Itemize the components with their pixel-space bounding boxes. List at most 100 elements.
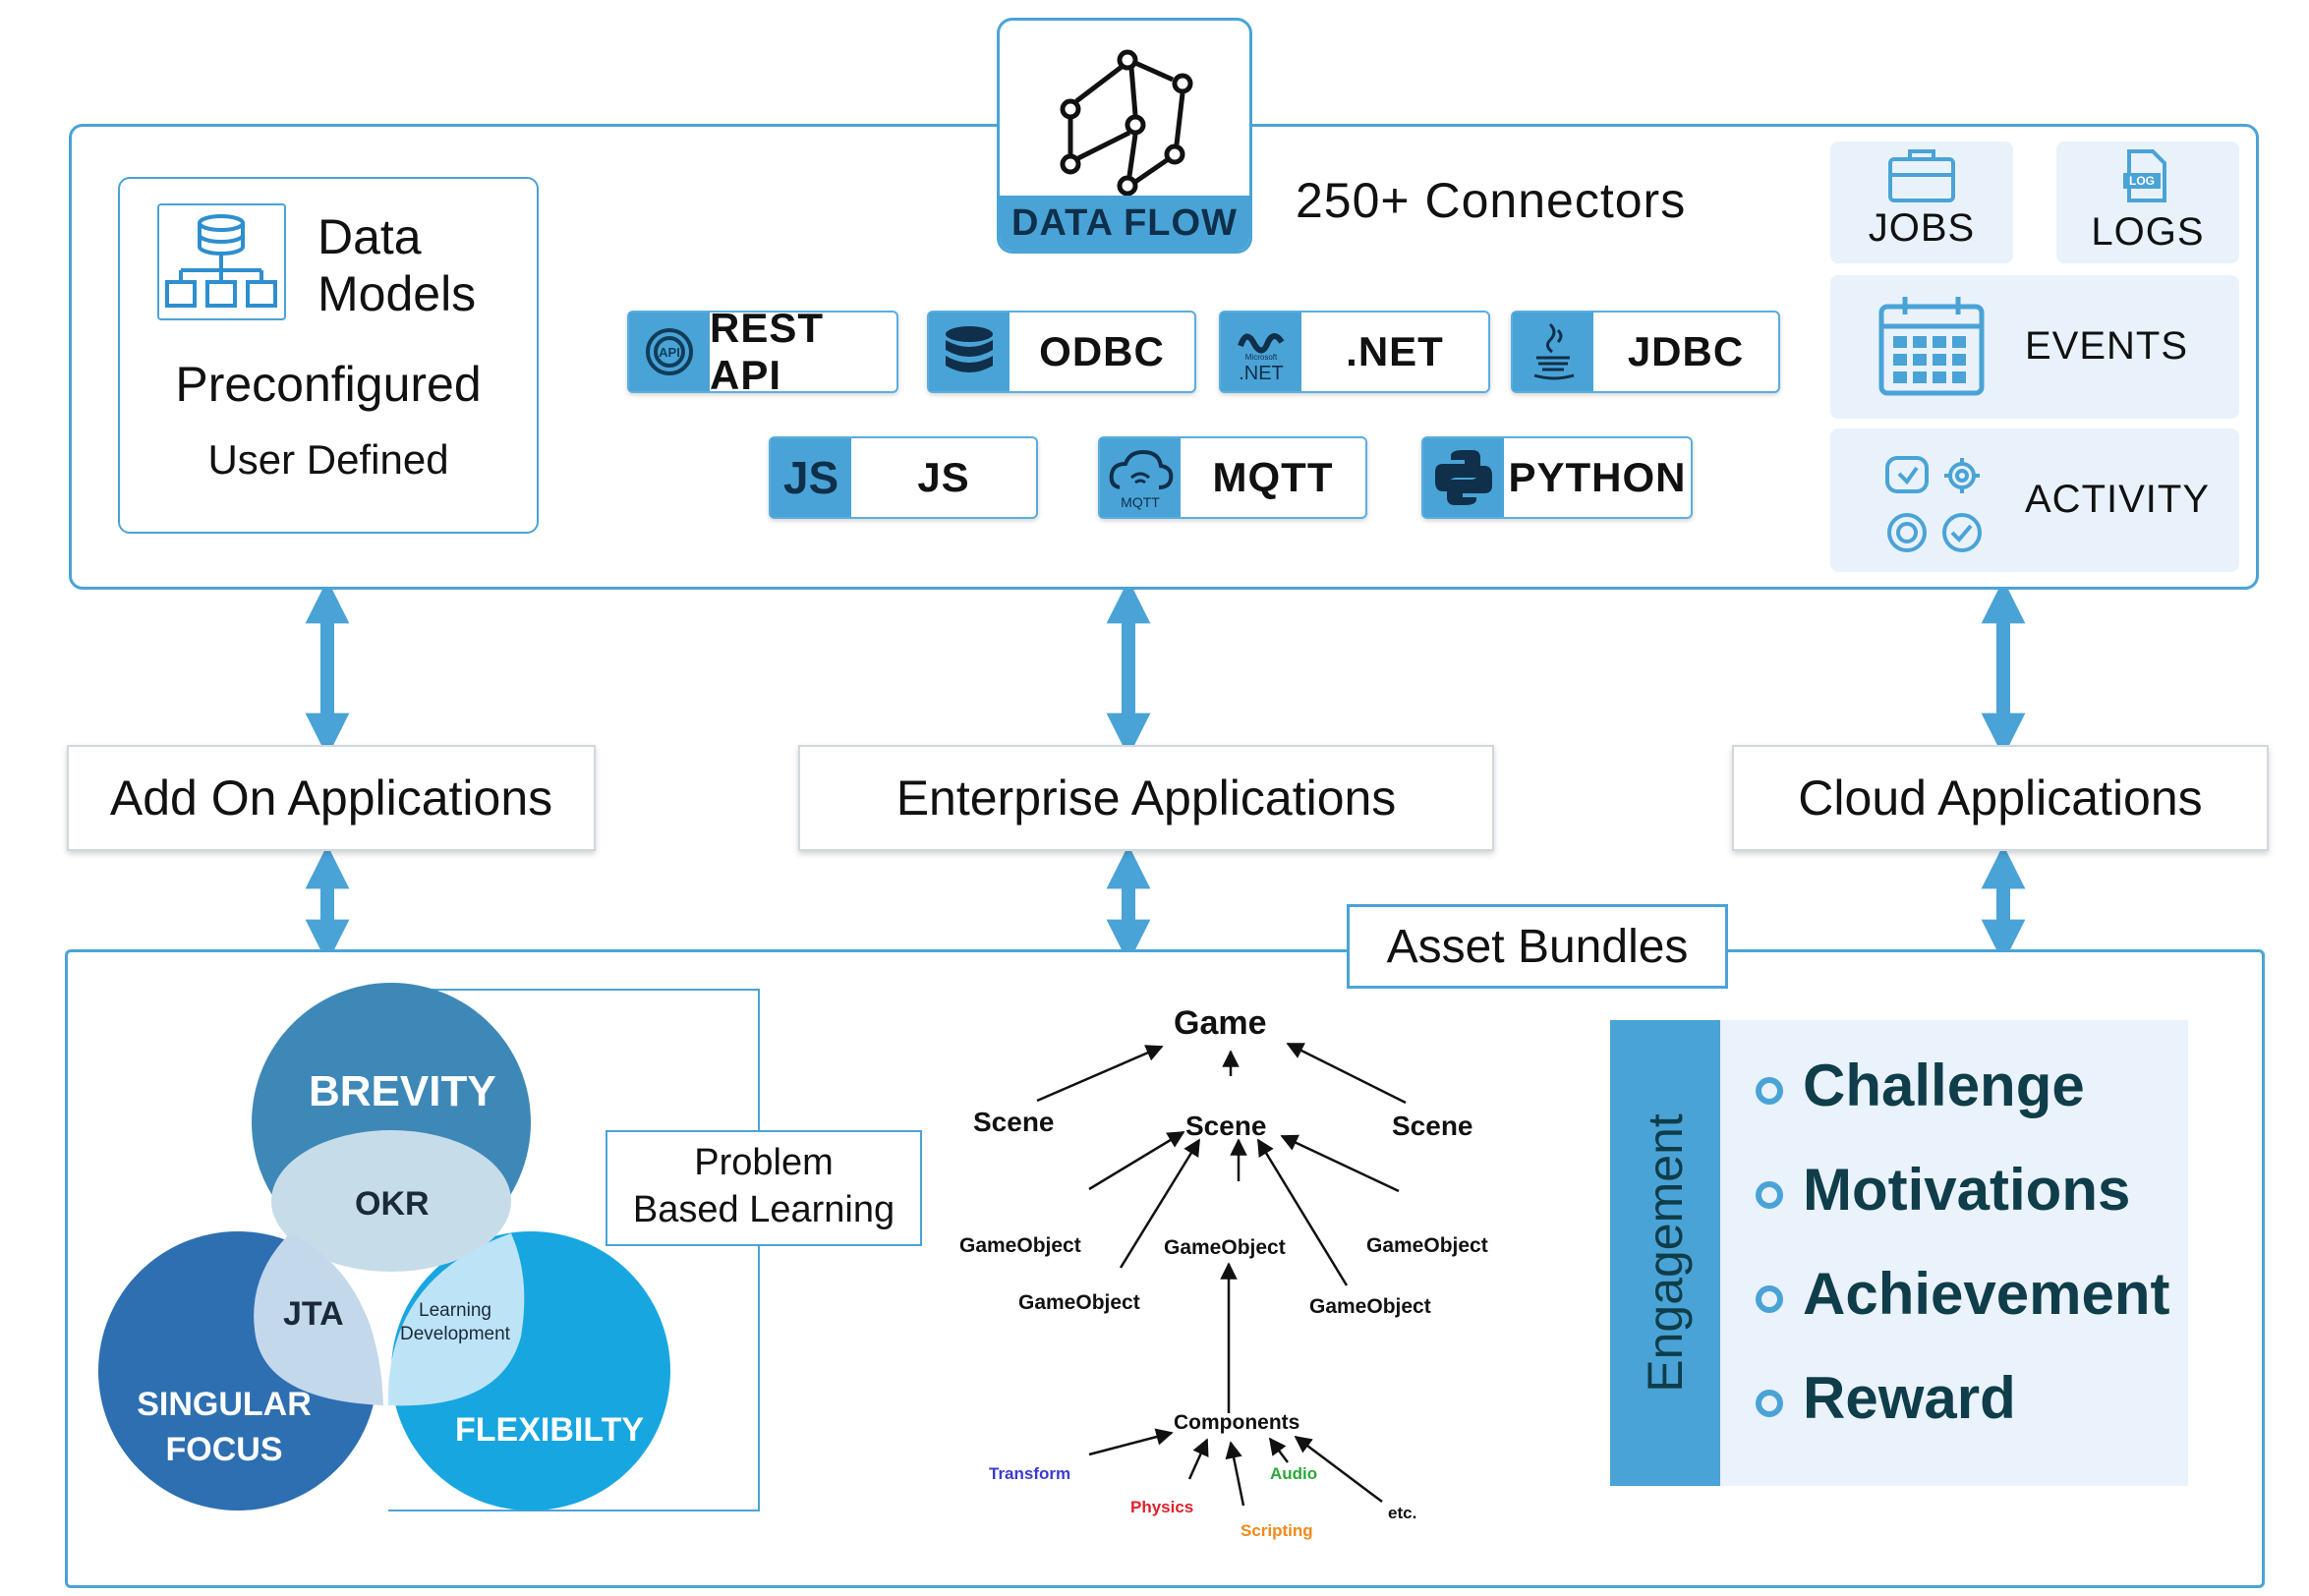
edge-audio	[1268, 1437, 1289, 1463]
jobs-tile[interactable]: JOBS	[1830, 142, 2013, 263]
log-file-icon: LOG	[2123, 149, 2166, 202]
database-icon	[929, 313, 1010, 391]
pbl-box: Problem Based Learning	[606, 1130, 922, 1246]
learning-label-1: Learning	[419, 1300, 491, 1321]
pbl-line-2: Based Learning	[632, 1189, 895, 1230]
log-icon-text: LOG	[2129, 174, 2155, 188]
api-gear-icon: API	[629, 313, 710, 391]
data-flow-badge: DATA FLOW	[997, 18, 1252, 254]
jobs-label: JOBS	[1868, 206, 1976, 250]
tree-audio: Audio	[1270, 1464, 1318, 1483]
connector-jdbc[interactable]: JDBC	[1511, 311, 1780, 393]
data-flow-label: DATA FLOW	[1000, 196, 1249, 251]
connector-rest-api[interactable]: API REST API	[627, 305, 898, 398]
game-hierarchy-tree	[1036, 1042, 1407, 1507]
bullet-icon	[1756, 1077, 1783, 1105]
edge-scripting	[1225, 1441, 1245, 1507]
bullet-icon	[1756, 1285, 1783, 1313]
mqtt-icon: MQTT	[1100, 438, 1181, 517]
jdbc-label: JDBC	[1627, 328, 1745, 374]
api-icon-text: API	[659, 345, 680, 360]
dotnet-label: .NET	[1346, 328, 1444, 374]
tree-gameobject-4: GameObject	[1018, 1291, 1140, 1314]
okr-overlap	[271, 1130, 511, 1272]
briefcase-icon	[1888, 149, 1955, 202]
python-icon	[1423, 438, 1504, 517]
edge-scene-right-game	[1286, 1042, 1407, 1105]
tree-components: Components	[1174, 1411, 1300, 1434]
okr-label: OKR	[355, 1185, 430, 1223]
user-defined-label: User Defined	[207, 436, 449, 483]
data-flow-icon	[1060, 49, 1193, 196]
venn-diagram	[98, 983, 670, 1510]
tree-transform: Transform	[989, 1464, 1071, 1483]
pbl-bracket	[388, 989, 760, 1511]
js-label: JS	[917, 454, 970, 500]
brevity-label: BREVITY	[309, 1067, 496, 1115]
edge-scene-left-game	[1036, 1045, 1164, 1103]
edge-etc	[1294, 1435, 1383, 1503]
activity-tile[interactable]: ACTIVITY	[1830, 428, 2239, 572]
events-tile[interactable]: EVENTS	[1830, 275, 2239, 419]
database-hierarchy-icon	[157, 203, 286, 320]
edge-physics	[1187, 1438, 1209, 1480]
engagement-item-reward: Reward	[1803, 1365, 2016, 1431]
events-label: EVENTS	[2025, 324, 2189, 368]
tree-etc: etc.	[1388, 1504, 1417, 1522]
learning-overlap	[387, 1233, 525, 1406]
jta-label: JTA	[283, 1295, 344, 1333]
connectors-count: 250+ Connectors	[1296, 173, 1687, 228]
tree-game: Game	[1174, 1004, 1267, 1042]
connector-python[interactable]: PYTHON	[1421, 436, 1693, 519]
activity-label: ACTIVITY	[2025, 478, 2211, 521]
microsoft-small-text: Microsoft	[1245, 353, 1278, 362]
python-label: PYTHON	[1508, 454, 1687, 500]
edge-go5-scene	[1280, 1134, 1400, 1193]
connector-js[interactable]: JS JS	[769, 436, 1038, 519]
flexibility-label: FLEXIBILTY	[455, 1411, 645, 1449]
logs-label: LOGS	[2091, 210, 2205, 254]
tree-scene-mid: Scene	[1185, 1111, 1267, 1141]
tree-scene-right: Scene	[1392, 1111, 1473, 1141]
edge-transform	[1088, 1428, 1174, 1456]
bullet-icon	[1756, 1181, 1783, 1209]
cloud-applications-box[interactable]: Cloud Applications	[1732, 745, 2269, 851]
edge-go2-scene	[1119, 1138, 1201, 1269]
learning-label-2: Development	[400, 1324, 510, 1344]
engagement-item-motivations: Motivations	[1803, 1157, 2131, 1223]
tree-scene-left: Scene	[973, 1107, 1055, 1137]
singular-label-2: FOCUS	[165, 1431, 283, 1468]
java-cup-icon	[1513, 313, 1593, 391]
engagement-sidebar: Engagement	[1610, 1020, 1720, 1486]
tree-scripting: Scripting	[1241, 1521, 1313, 1540]
tree-gameobject-2: GameObject	[1164, 1236, 1286, 1259]
singular-label-1: SINGULAR	[137, 1386, 312, 1423]
mqtt-icon-text: MQTT	[1121, 494, 1160, 510]
dotnet-icon: Microsoft .NET	[1221, 313, 1301, 391]
connector-dotnet[interactable]: Microsoft .NET .NET	[1219, 311, 1490, 393]
edge-go1-scene	[1088, 1130, 1185, 1191]
tree-gameobject-3: GameObject	[1366, 1234, 1488, 1257]
tree-gameobject-1: GameObject	[959, 1234, 1081, 1257]
addon-applications-box[interactable]: Add On Applications	[67, 745, 596, 851]
bullet-icon	[1756, 1390, 1783, 1417]
preconfigured-label: Preconfigured	[175, 357, 482, 412]
pbl-line-1: Problem	[694, 1142, 834, 1183]
connector-mqtt[interactable]: MQTT MQTT	[1098, 436, 1367, 519]
activity-icon	[1885, 456, 1982, 552]
connector-odbc[interactable]: ODBC	[927, 311, 1196, 393]
data-models-title-2: Models	[317, 266, 477, 321]
data-models-title-1: Data	[317, 209, 422, 264]
enterprise-applications-box[interactable]: Enterprise Applications	[798, 745, 1494, 851]
edge-go4-scene	[1256, 1138, 1349, 1286]
net-icon-text: .NET	[1239, 363, 1284, 384]
engagement-item-challenge: Challenge	[1803, 1053, 2085, 1118]
tree-gameobject-5: GameObject	[1309, 1295, 1431, 1318]
engagement-item-achievement: Achievement	[1803, 1261, 2170, 1327]
logs-tile[interactable]: LOG LOGS	[2056, 142, 2239, 263]
jta-overlap	[254, 1233, 383, 1405]
engagement-label: Engagement	[1638, 1113, 1693, 1393]
asset-bundles-label: Asset Bundles	[1347, 904, 1728, 989]
calendar-icon	[1878, 297, 1985, 396]
